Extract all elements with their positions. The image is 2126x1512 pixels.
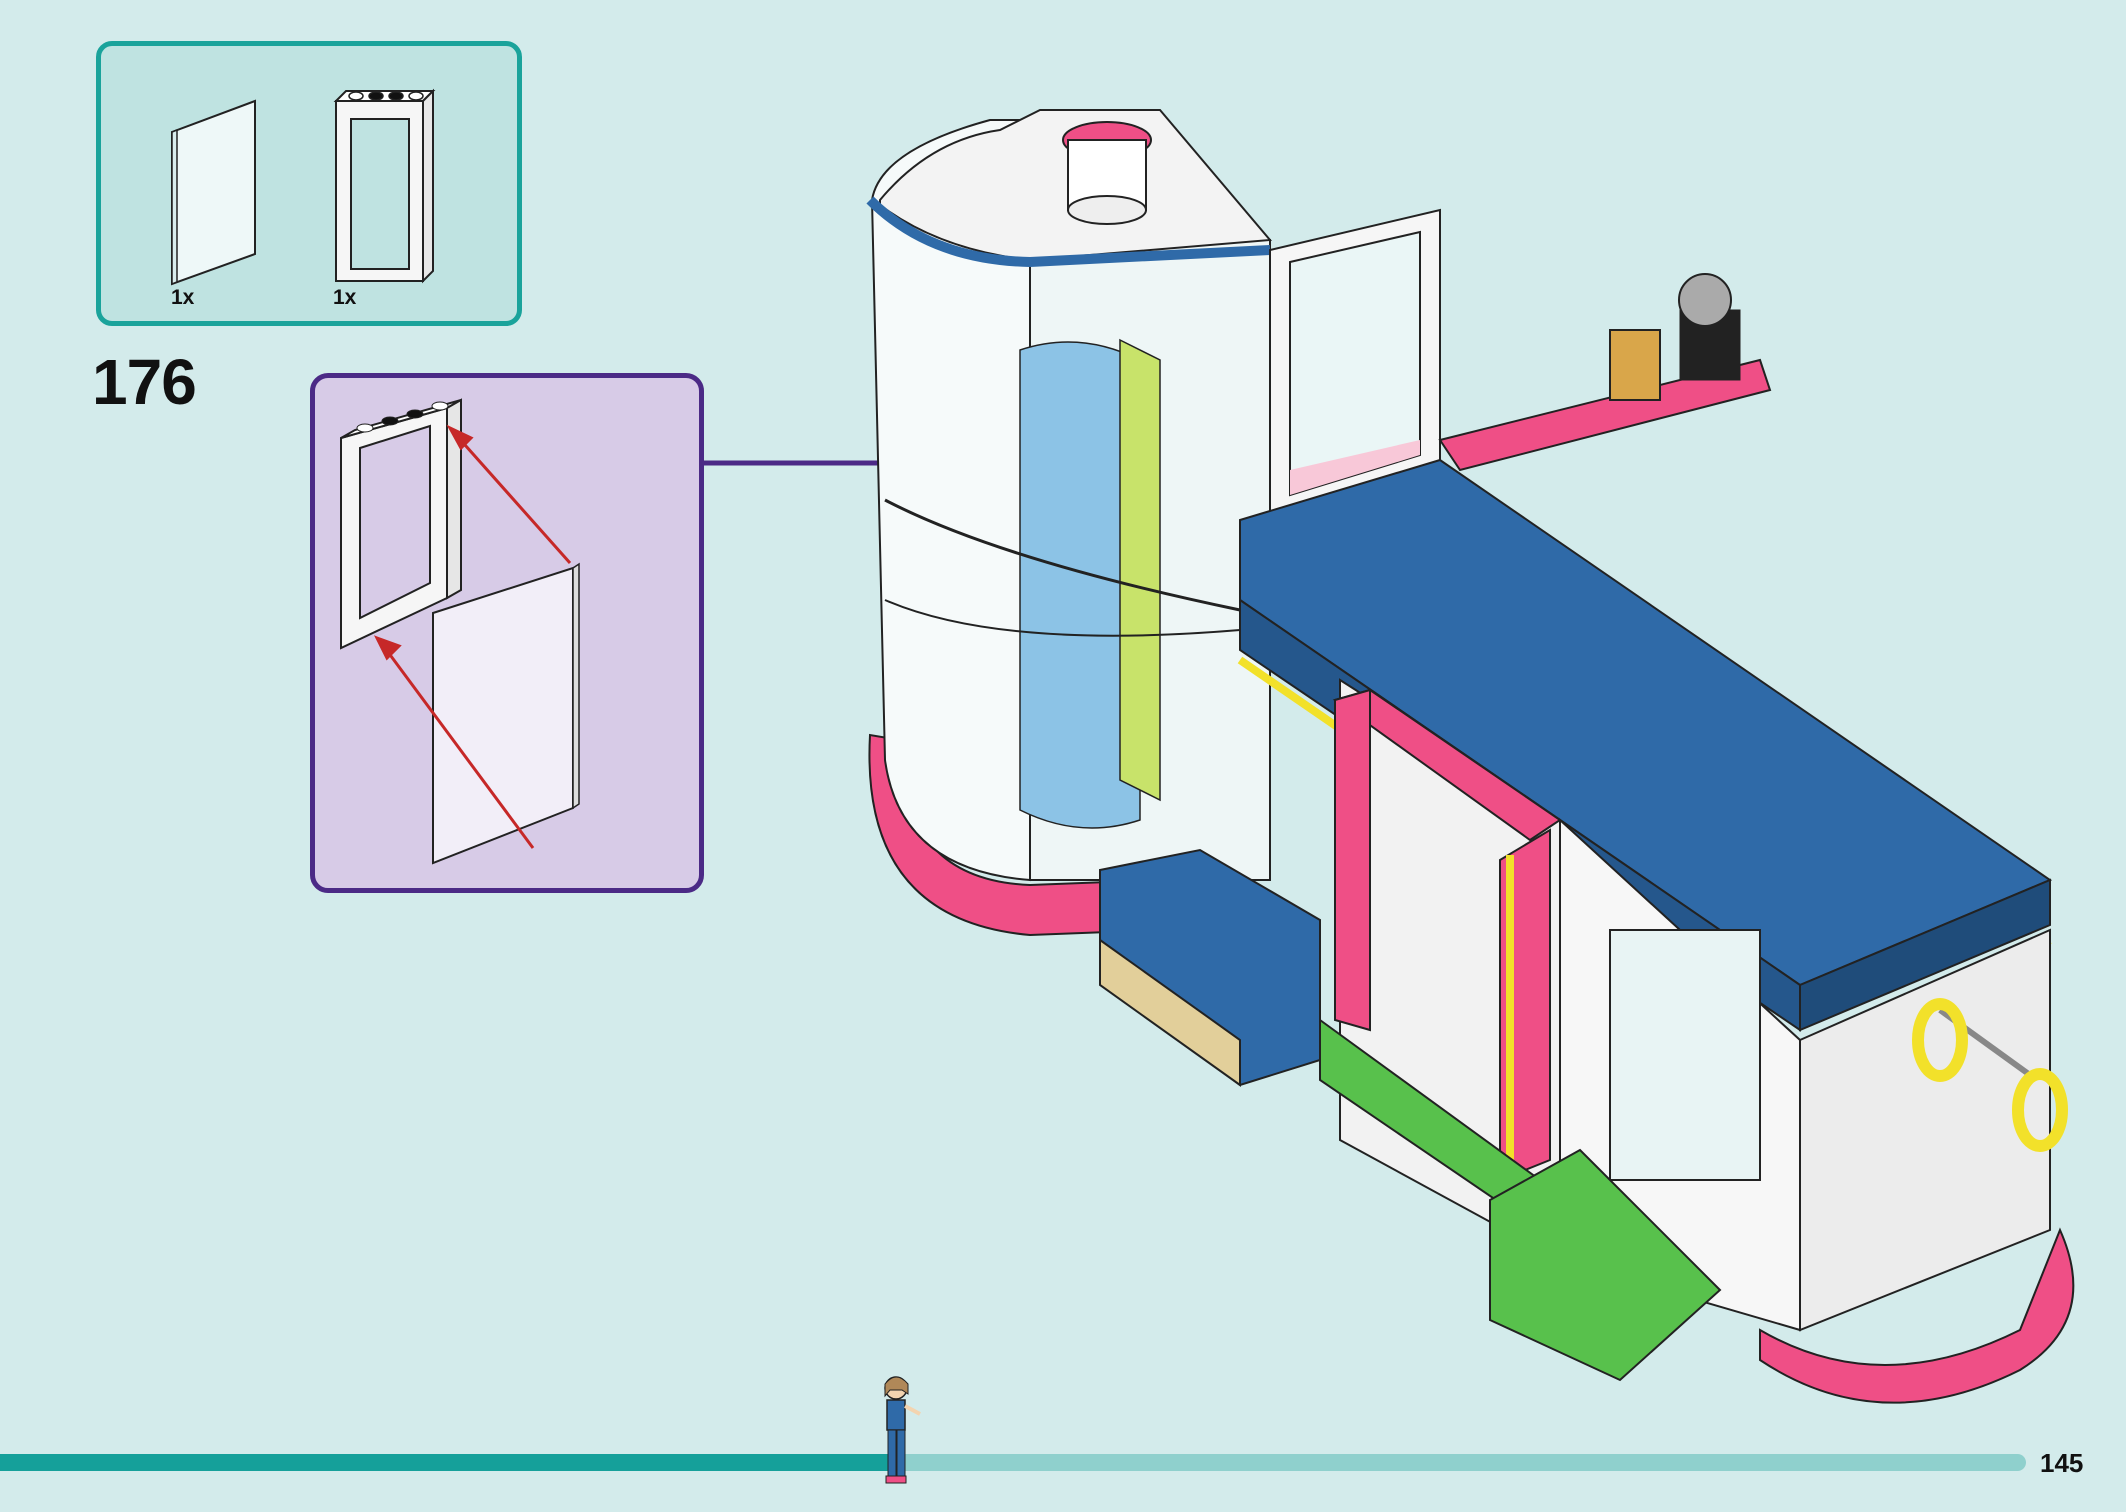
part-count: 1x [171,286,195,309]
progress-bar [0,1454,2026,1471]
gymnastic-rings [1912,998,2068,1152]
door-frame-part [333,88,436,284]
progress-bar-fill [0,1454,892,1471]
pink-doorway [1332,688,1562,1182]
parts-list-box: 1x 1x [96,41,522,326]
green-front-plate [1489,1148,1722,1382]
parts-illustration [171,88,436,286]
glass-pane-part [171,99,256,286]
minifigure-progress-marker [884,1376,921,1484]
assembly-arrows [373,424,572,849]
page-number: 145 [2040,1448,2084,1478]
right-base-plate [1759,1227,2075,1404]
subassembly-callout [310,373,704,893]
cylinder-tower [866,109,1273,882]
part-count: 1x [333,286,357,309]
step-number: 176 [92,346,197,418]
trophy-and-globe [1609,273,1741,401]
glass-pane-piece [432,562,580,865]
installed-window-frame [1269,208,1441,522]
callout-illustration [340,398,580,865]
door-frame-assembly [340,398,462,650]
tan-step [1099,938,1241,1087]
